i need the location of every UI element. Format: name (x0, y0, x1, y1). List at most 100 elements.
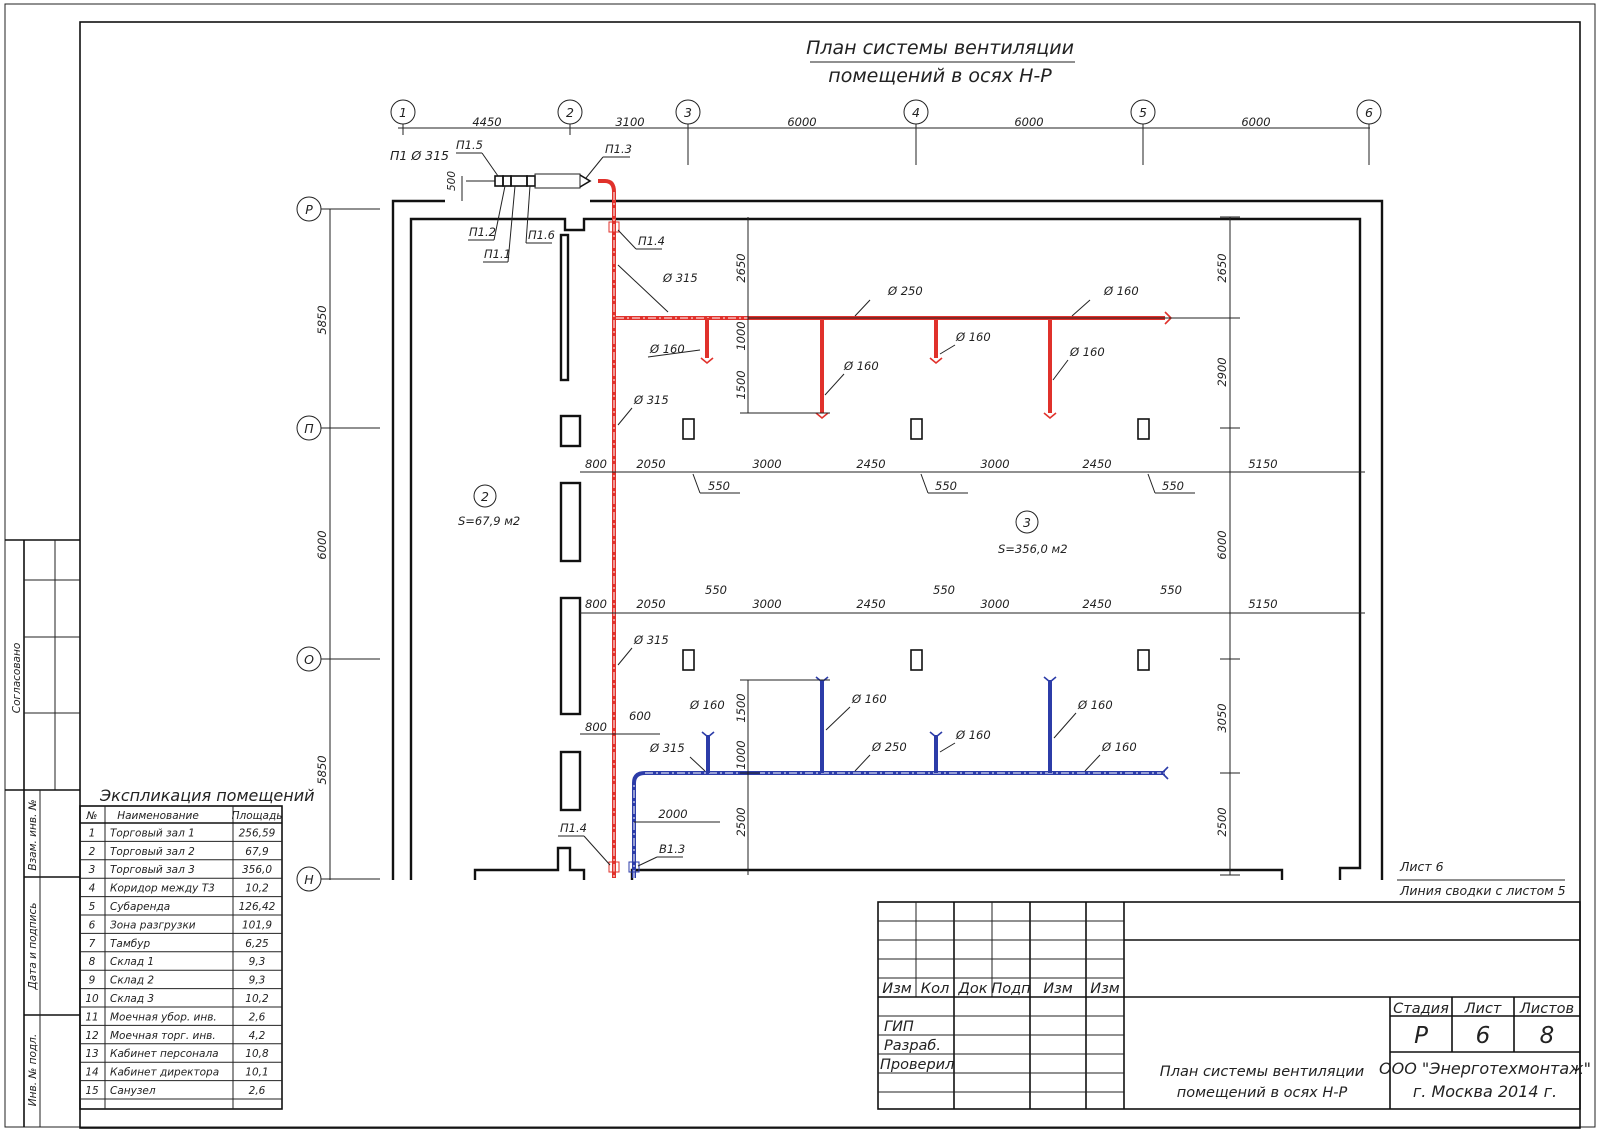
tb-org-city-year: г. Москва 2014 г. (1413, 1082, 1557, 1101)
row-num: 11 (85, 1011, 98, 1023)
sheet-junction-note: Лист 6 Линия сводки с листом 5 (1397, 859, 1566, 898)
svg-text:3000: 3000 (980, 597, 1009, 611)
row-num: 8 (89, 956, 96, 968)
svg-text:2: 2 (566, 105, 574, 120)
svg-text:2500: 2500 (1215, 807, 1229, 836)
svg-text:550: 550 (933, 583, 955, 597)
duct-label-red-250: Ø 250 (887, 284, 923, 298)
tb-col-izm-3: Изм (1090, 981, 1120, 997)
svg-text:5: 5 (1139, 105, 1147, 120)
svg-text:1: 1 (399, 105, 407, 120)
row-num: 7 (89, 938, 96, 950)
row-area: 256,59 (239, 827, 276, 839)
row-area: 101,9 (242, 919, 272, 931)
row-name: Субаренда (110, 901, 170, 913)
outer-border (4, 3, 1596, 1128)
axis-dim-3-4: 6000 (787, 115, 816, 129)
axis-dim-5-6: 6000 (1241, 115, 1270, 129)
svg-text:П: П (304, 421, 314, 436)
row-area: 67,9 (245, 846, 269, 858)
svg-text:2050: 2050 (636, 597, 665, 611)
svg-text:2450: 2450 (1082, 457, 1111, 471)
axis-marker-P: П (296, 415, 380, 441)
room-2-area: S=67,9 м2 (458, 514, 520, 528)
row-area: 9,3 (249, 975, 266, 987)
row-name: Санузел (110, 1085, 156, 1097)
svg-text:Р: Р (305, 202, 313, 217)
duct-label-blue-160-3: Ø 160 (955, 728, 991, 742)
row-name: Кабинет персонала (110, 1048, 219, 1060)
ventilation-unit: П1 Ø 315 П1.5 П1.3 П1.2 П1.1 П1.6 500 (390, 138, 632, 878)
row-area: 10,2 (245, 993, 269, 1005)
axis-dim-2-3: 3100 (615, 115, 644, 129)
axis-dim-4-5: 6000 (1014, 115, 1043, 129)
equipment-label-p13: П1.3 (605, 142, 632, 156)
svg-text:2650: 2650 (1215, 253, 1229, 282)
axis-dim-P-O: 6000 (315, 530, 329, 559)
duct-label-red-315-b: Ø 315 (633, 393, 669, 407)
row-area: 4,2 (249, 1030, 266, 1042)
row-num: 10 (85, 993, 99, 1005)
dim-500: 500 (446, 171, 458, 191)
drawing-title: План системы вентиляции помещений в осях… (806, 37, 1075, 87)
axis-marker-R: Р (296, 196, 380, 222)
row-area: 6,25 (245, 938, 269, 950)
svg-text:800: 800 (585, 597, 607, 611)
title-block: Изм Кол Док Подп Изм Изм ГИП Разраб. Про… (877, 901, 1591, 1110)
svg-text:О: О (304, 652, 314, 667)
svg-text:550: 550 (705, 583, 727, 597)
svg-text:2650: 2650 (734, 253, 748, 282)
explication-table: Экспликация помещений № Наименование Пло… (79, 786, 315, 1110)
row-num: 3 (89, 864, 96, 876)
sheet-note-number: Лист 6 (1399, 859, 1444, 874)
room-2-number: 2 (481, 489, 489, 504)
svg-text:3000: 3000 (752, 457, 781, 471)
tb-col-kol: Кол (921, 981, 949, 997)
room-3-area: S=356,0 м2 (998, 542, 1068, 556)
row-name: Торговый зал 1 (110, 827, 195, 839)
row-name: Моечная убор. инв. (110, 1011, 217, 1023)
svg-text:1000: 1000 (734, 321, 748, 350)
row-name: Зона разгрузки (110, 919, 196, 931)
row-area: 10,1 (245, 1067, 268, 1079)
equipment-label-p12: П1.2 (469, 225, 496, 239)
row-name: Склад 3 (110, 993, 154, 1005)
tb-role-gip: ГИП (884, 1019, 914, 1035)
duct-label-blue-160-2: Ø 160 (851, 692, 887, 706)
title-line-1: План системы вентиляции (806, 37, 1074, 59)
stamp-inv-orig: Инв. № подл. (27, 1034, 39, 1106)
label-p14-top: П1.4 (638, 234, 665, 248)
row-name: Склад 1 (110, 956, 154, 968)
row-name: Тамбур (110, 938, 150, 950)
stamp-inv-replace: Взам. инв. № (27, 799, 39, 870)
svg-text:5150: 5150 (1248, 597, 1277, 611)
tb-org-name: ООО "Энерготехмонтаж" (1379, 1059, 1591, 1078)
row-num: 12 (85, 1030, 99, 1042)
drawing-frame (79, 21, 1581, 1129)
equipment-label-p1: П1 Ø 315 (390, 148, 449, 163)
row-num: 4 (89, 883, 96, 895)
svg-text:2450: 2450 (856, 457, 885, 471)
table-row: 11 Моечная убор. инв. 2,6 (80, 1011, 282, 1026)
tb-role-developer: Разраб. (884, 1038, 941, 1054)
row-name: Торговый зал 2 (110, 846, 195, 858)
axis-marker-6: 6 (1356, 99, 1382, 165)
title-line-2: помещений в осях Н-Р (828, 65, 1052, 87)
row-num: 1 (89, 827, 96, 839)
row-area: 10,8 (245, 1048, 269, 1060)
axis-marker-4: 4 (903, 99, 929, 165)
row-area: 126,42 (239, 901, 276, 913)
row-area: 2,6 (249, 1011, 266, 1023)
dimension-chains: 800 2050 3000 2450 3000 2450 5150 550 55… (580, 216, 1365, 876)
axis-marker-5: 5 (1130, 99, 1156, 165)
duct-label-blue-315: Ø 315 (649, 741, 685, 755)
exhaust-duct-network: В1.3 Ø 160 Ø 160 Ø 160 Ø 160 Ø 315 Ø 250… (628, 676, 1169, 878)
